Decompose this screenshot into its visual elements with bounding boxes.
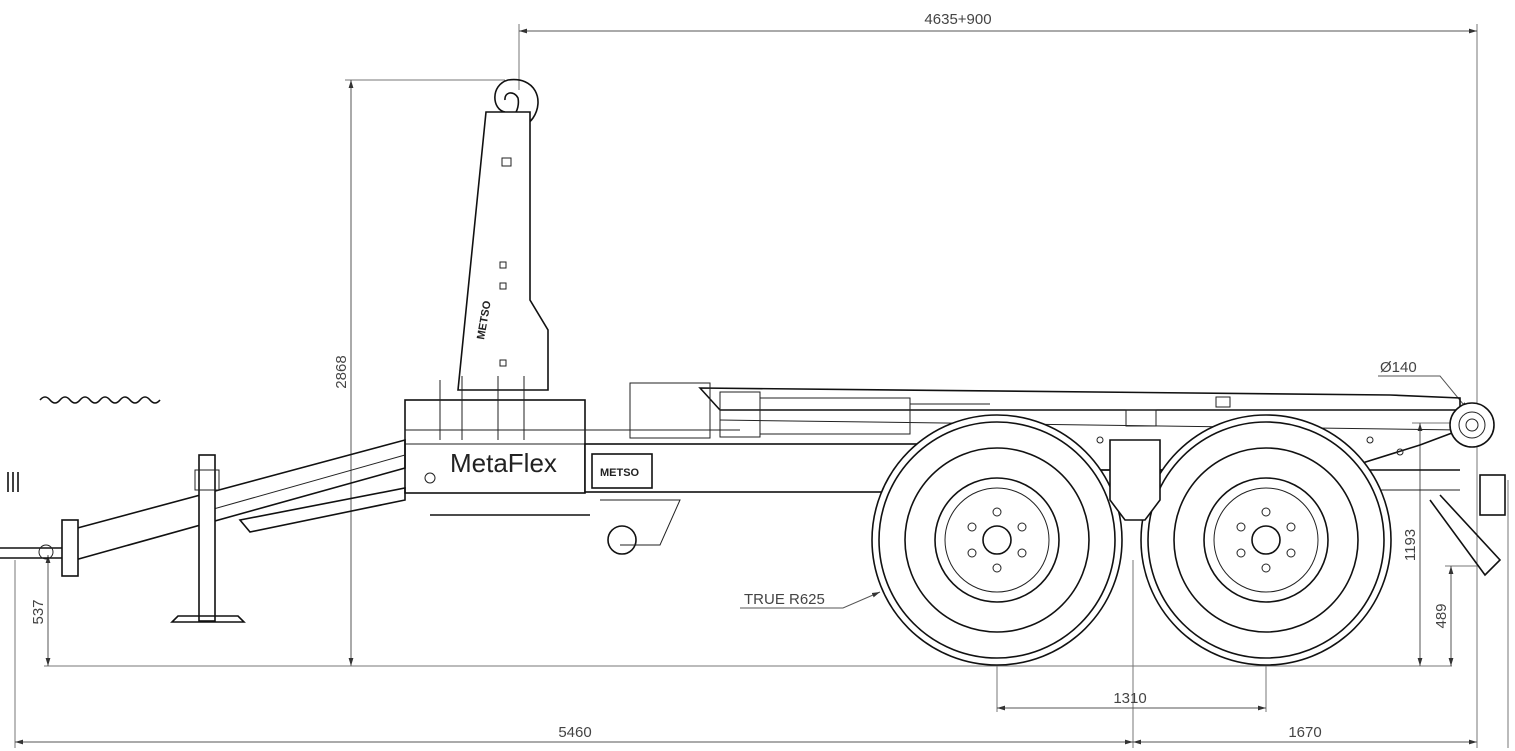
- jockey-leg: [198, 454, 216, 622]
- dim-axle-spacing: 1310: [1113, 690, 1146, 707]
- hook-arm: [457, 111, 549, 391]
- dim-drawbar-height: 537: [30, 599, 47, 624]
- dim-overall-top: 4635+900: [924, 11, 991, 28]
- drawbar: [69, 438, 406, 562]
- suspension: [1109, 439, 1161, 521]
- front-wheel: [871, 414, 1123, 666]
- front-block: [404, 399, 586, 494]
- dim-hook-height: 2868: [333, 355, 350, 388]
- dim-roller-height: 1193: [1402, 529, 1419, 561]
- logo-plate: [591, 453, 653, 489]
- rear-wheel: [1140, 414, 1392, 666]
- plate-logo: METSO: [600, 467, 640, 479]
- dim-overall-length: 5460: [558, 724, 591, 741]
- dim-rear-low: 489: [1433, 603, 1450, 628]
- coupling: [61, 519, 79, 577]
- dim-rear-overhang: 1670: [1288, 724, 1321, 741]
- model-label: MetaFlex: [450, 448, 557, 478]
- rear-roller: [1449, 402, 1495, 448]
- dim-roller-diameter: Ø140: [1380, 359, 1417, 376]
- dimension-labels: 4635+900 2868 537 5460 1670 1310 1193 48…: [30, 11, 1450, 741]
- dim-tire-radius: TRUE R625: [744, 591, 825, 608]
- spiral-hose: [39, 396, 161, 404]
